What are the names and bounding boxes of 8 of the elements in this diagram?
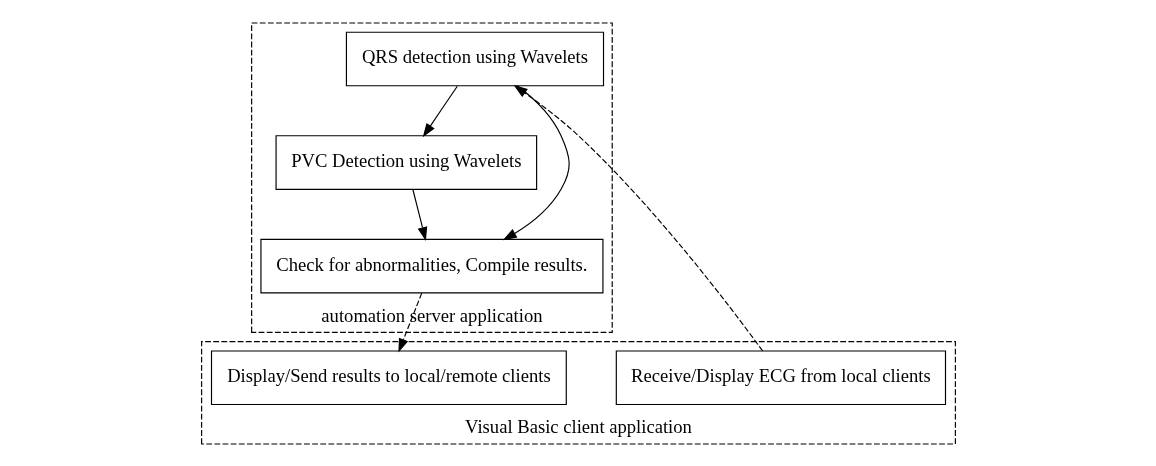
arrow	[411, 188, 427, 241]
arrow	[422, 85, 458, 137]
node-box: Check for abnormalities, Compile results.	[259, 238, 603, 293]
node-box: QRS detection using Wavelets	[345, 31, 604, 86]
node-box: PVC Detection using Wavelets	[275, 134, 537, 190]
node-box: Display/Send results to local/remote clients	[210, 349, 567, 405]
node-box: Receive/Display ECG from local clients	[615, 349, 946, 405]
arrow	[397, 292, 422, 352]
